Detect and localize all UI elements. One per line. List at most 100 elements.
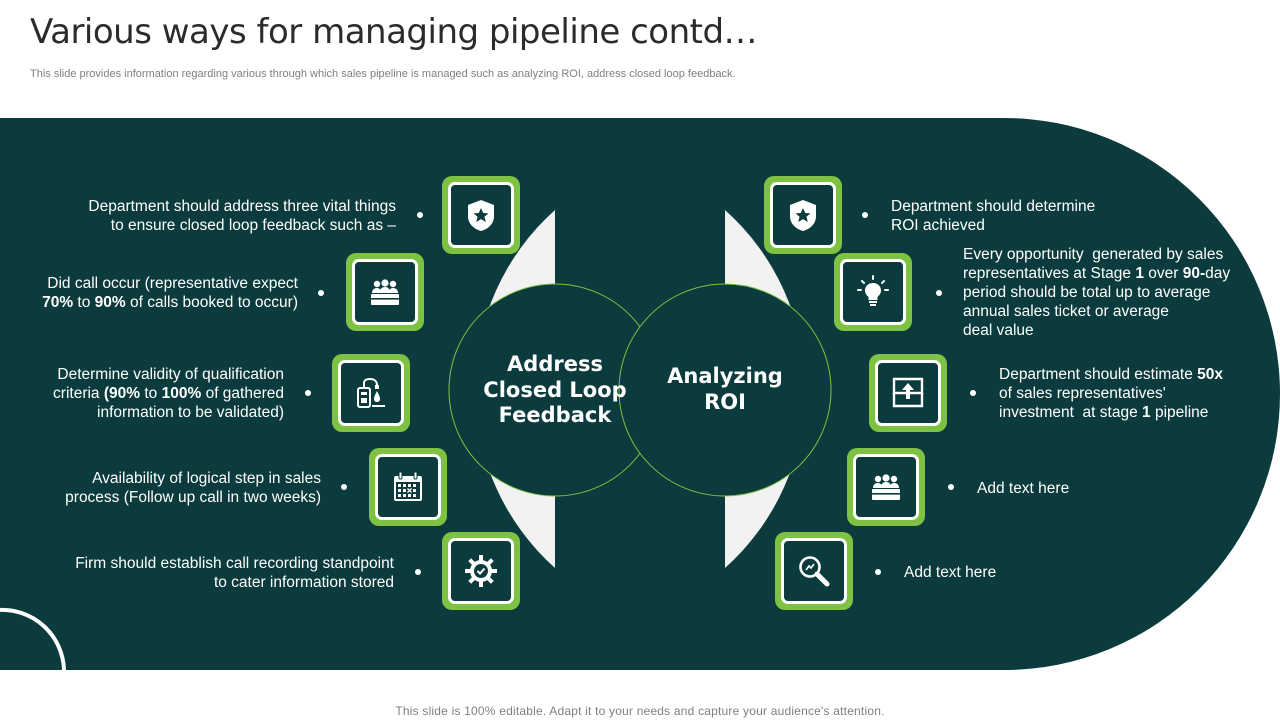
right-item-text-5: Add text here (904, 563, 996, 582)
right-circle-label-line: Analyzing (667, 364, 783, 388)
text-line: Add text here (977, 479, 1069, 498)
calendar-icon (394, 471, 422, 501)
badge-star-icon (468, 200, 494, 231)
connector-dot (948, 484, 954, 490)
right-circle-label: Analyzing ROI (625, 364, 825, 415)
corner-ring (0, 607, 66, 670)
bold-value: 1 (1135, 265, 1144, 282)
team-icon (371, 279, 399, 305)
bold-value: 90% (94, 294, 126, 311)
text-line: Determine validity of qualification (53, 365, 284, 384)
right-icon-slot (853, 454, 919, 520)
left-circle-label-line: Feedback (498, 403, 612, 427)
main-panel: Address Closed Loop Feedback Analyzing R… (0, 118, 1280, 670)
text-line: criteria (90% to 100% of gathered (53, 384, 284, 403)
text-segment: Determine validity of qualification (57, 366, 284, 383)
text-segment: period should be total up to average (963, 284, 1211, 301)
left-icon-box-1 (442, 176, 520, 254)
footer-note: This slide is 100% editable. Adapt it to… (395, 704, 885, 718)
text-segment: to ensure closed loop feedback such as – (110, 217, 396, 234)
text-segment: ROI achieved (891, 217, 985, 234)
text-segment: Every opportunity generated by sales (963, 246, 1224, 263)
text-line: annual sales ticket or average (963, 302, 1230, 321)
text-line: Did call occur (representative expect (42, 274, 298, 293)
text-line: Add text here (904, 563, 996, 582)
text-segment: Availability of logical step in sales (92, 470, 321, 487)
right-center-circle (618, 283, 832, 497)
right-circle-label-line: ROI (704, 389, 746, 414)
right-icon-box-1 (764, 176, 842, 254)
text-line: to ensure closed loop feedback such as – (88, 216, 396, 235)
left-item-text-5: Firm should establish call recording sta… (75, 554, 394, 592)
text-segment: of gathered (201, 385, 284, 402)
upload-tray-icon (892, 377, 924, 408)
text-line: ROI achieved (891, 216, 1095, 235)
right-icon-slot (781, 538, 847, 604)
text-segment: criteria (53, 385, 104, 402)
connector-dot (318, 290, 324, 296)
bold-value: 70% (42, 294, 74, 311)
bold-value: 100% (161, 385, 202, 402)
right-icon-slot (875, 360, 941, 426)
right-icon-box-3 (869, 354, 947, 432)
text-line: investment at stage 1 pipeline (999, 403, 1223, 422)
right-icon-box-4 (847, 448, 925, 526)
left-icon-slot (375, 454, 441, 520)
text-segment: to (140, 385, 162, 402)
text-segment: Department should determine (891, 198, 1096, 215)
left-icon-slot (338, 360, 404, 426)
text-line: of sales representatives' (999, 384, 1223, 403)
right-item-text-4: Add text here (977, 479, 1069, 498)
left-icon-box-3 (332, 354, 410, 432)
right-icon-box-5 (775, 532, 853, 610)
text-segment: Department should address three vital th… (88, 198, 396, 215)
lab-flask-icon (357, 377, 385, 408)
text-line: Every opportunity generated by sales (963, 245, 1230, 264)
text-line: Department should address three vital th… (88, 197, 396, 216)
bold-value: 1 (1142, 404, 1151, 421)
left-icon-box-2 (346, 253, 424, 331)
text-line: to cater information stored (75, 573, 394, 592)
text-segment: deal value (963, 322, 1034, 339)
connector-dot (936, 290, 942, 296)
text-line: representatives at Stage 1 over 90-day (963, 264, 1230, 283)
text-segment: representatives at Stage (963, 265, 1136, 282)
text-segment: to (73, 294, 95, 311)
right-icon-slot (770, 182, 836, 248)
text-segment: Firm should establish call recording sta… (75, 555, 394, 572)
text-line: Department should estimate 50x (999, 365, 1223, 384)
text-line: Availability of logical step in sales (65, 469, 321, 488)
left-icon-slot (448, 182, 514, 248)
text-line: process (Follow up call in two weeks) (65, 488, 321, 507)
text-segment: pipeline (1150, 404, 1209, 421)
text-line: 70% to 90% of calls booked to occur) (42, 293, 298, 312)
search-chart-icon (799, 556, 830, 587)
text-segment: Did call occur (representative expect (47, 275, 298, 292)
text-segment: Department should estimate (999, 366, 1198, 383)
page-title: Various ways for managing pipeline contd… (30, 12, 758, 52)
bold-value: 90- (1182, 265, 1206, 282)
connector-dot (875, 569, 881, 575)
left-icon-slot (448, 538, 514, 604)
right-icon-box-2 (834, 253, 912, 331)
bold-value: 50x (1197, 366, 1224, 383)
lightbulb-icon (857, 275, 889, 306)
left-circle-label-line: Closed Loop (483, 377, 627, 402)
text-line: deal value (963, 321, 1230, 340)
text-segment: Add text here (904, 564, 997, 581)
left-icon-box-4 (369, 448, 447, 526)
connector-dot (417, 212, 423, 218)
connector-dot (970, 390, 976, 396)
text-line: Firm should establish call recording sta… (75, 554, 394, 573)
text-segment: of sales representatives' (999, 385, 1166, 402)
connector-dot (415, 569, 421, 575)
text-segment: Add text here (977, 480, 1070, 497)
bold-value: (90% (103, 385, 141, 402)
left-icon-box-5 (442, 532, 520, 610)
connector-dot (341, 484, 347, 490)
left-item-text-1: Department should address three vital th… (88, 197, 396, 235)
